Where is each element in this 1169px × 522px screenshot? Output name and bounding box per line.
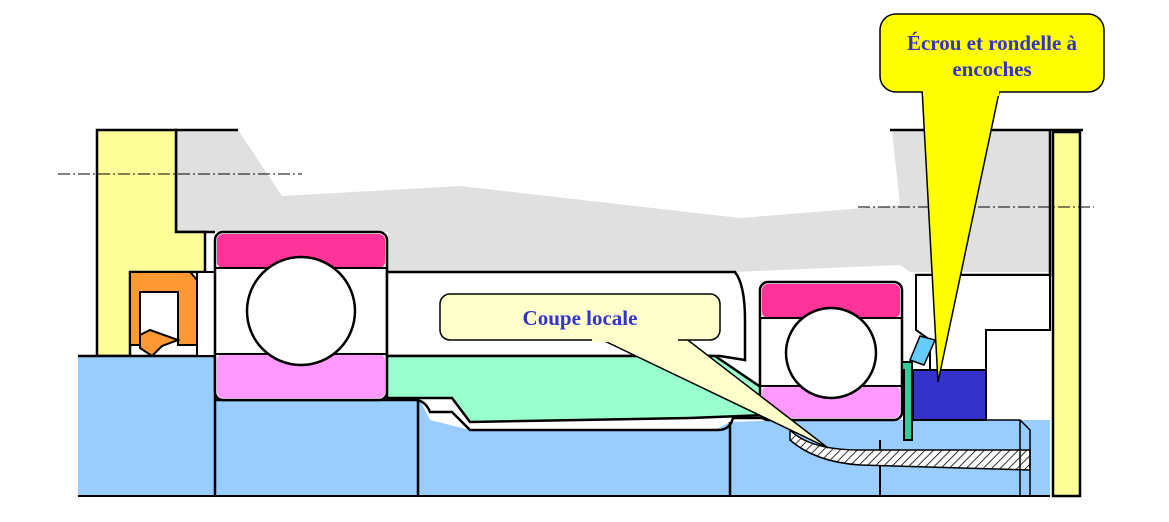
shaft-threaded-end	[912, 419, 1031, 496]
shaft	[78, 356, 1050, 496]
lip-seal	[129, 271, 198, 346]
right-bearing-ball	[784, 306, 878, 400]
slotted-nut	[912, 369, 987, 421]
right-ball-bearing	[758, 280, 904, 422]
left-bearing-ball	[245, 255, 357, 367]
left-ball-bearing	[213, 230, 389, 402]
housing	[176, 130, 1050, 272]
tab-washer	[901, 361, 913, 441]
lip-seal-lip	[139, 328, 181, 358]
callout-text-nut-washer-line1: Écrou et rondelle à	[907, 31, 1078, 55]
callout-box-local-section	[439, 293, 721, 341]
callout-text-nut-washer-line2: encoches	[952, 57, 1031, 81]
callout-text-local-section: Coupe locale	[523, 306, 638, 330]
right-end-plate	[1051, 130, 1082, 498]
